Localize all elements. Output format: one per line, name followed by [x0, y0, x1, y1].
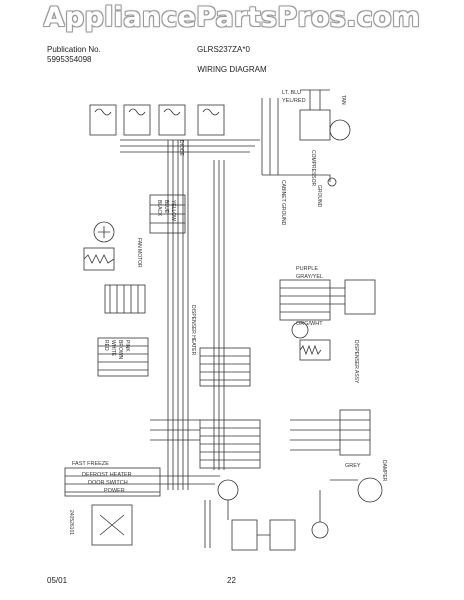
connector-block-2 [97, 337, 149, 377]
switch-block-4 [197, 104, 225, 136]
label-compressor: COMPRESSOR [310, 150, 316, 187]
label-damper: DAMPER [381, 460, 387, 482]
label-wire-pink: PINK [124, 340, 130, 352]
label-wire-yel-red: YEL/RED [282, 98, 306, 104]
switch-block-2 [123, 104, 151, 136]
label-dispenser-assy: DISPENSER ASSY [353, 340, 359, 384]
connector-block-4 [279, 279, 331, 321]
label-wire-lt-blu: LT. BLU [282, 90, 301, 96]
label-wire-brown: BROWN [117, 340, 123, 360]
fan-motor-symbol [93, 221, 115, 243]
label-dispenser-heater: DISPENSER HEATER [190, 305, 196, 356]
footer-page-number: 22 [227, 576, 236, 585]
label-door-switch: DOOR SWITCH [88, 480, 128, 486]
label-wire-gray: GREY [345, 463, 361, 469]
publication-label: Publication No. [47, 45, 101, 54]
label-fast-freeze: FAST FREEZE [72, 461, 109, 467]
label-wire-white: WHITE [110, 340, 116, 357]
connector-block-3 [199, 347, 251, 387]
watermark-logo: AppliancePartsPros.com [43, 2, 421, 33]
label-wire-tan: TAN [340, 95, 346, 105]
label-wire-blue: BLUE [163, 200, 169, 214]
switch-block-1 [89, 104, 117, 136]
label-wire-yellow: YELLOW [170, 200, 176, 221]
label-wire-org-wht: ORG/WHT [296, 321, 323, 327]
label-wire-gray-yel: GRAY/YEL [296, 274, 323, 280]
defrost-block [64, 467, 161, 497]
label-wire-red: RED [103, 340, 109, 351]
model-number: GLRS237ZA*0 [197, 45, 250, 54]
publication-number: 5995354098 [47, 55, 92, 64]
label-diode: DIODE [178, 140, 184, 157]
label-cabinet-ground: CABINET GROUND [280, 180, 286, 226]
label-wire-black: BLACK [156, 200, 162, 217]
footer-date: 05/01 [47, 576, 68, 585]
label-defrost-heater: DEFROST HEATER [82, 472, 132, 478]
label-fan-motor: FAN MOTOR [136, 238, 142, 268]
switch-block-3 [158, 104, 186, 136]
label-wire-purple: PURPLE [296, 266, 318, 272]
label-power: POWER [104, 488, 125, 494]
diagram-title: WIRING DIAGRAM [197, 65, 267, 74]
damper-motor-symbol [357, 477, 383, 503]
label-part-number: 240526101 [68, 510, 74, 535]
overload-symbol [329, 119, 351, 141]
label-ground: GROUND [316, 185, 322, 208]
relay-block [339, 409, 371, 456]
